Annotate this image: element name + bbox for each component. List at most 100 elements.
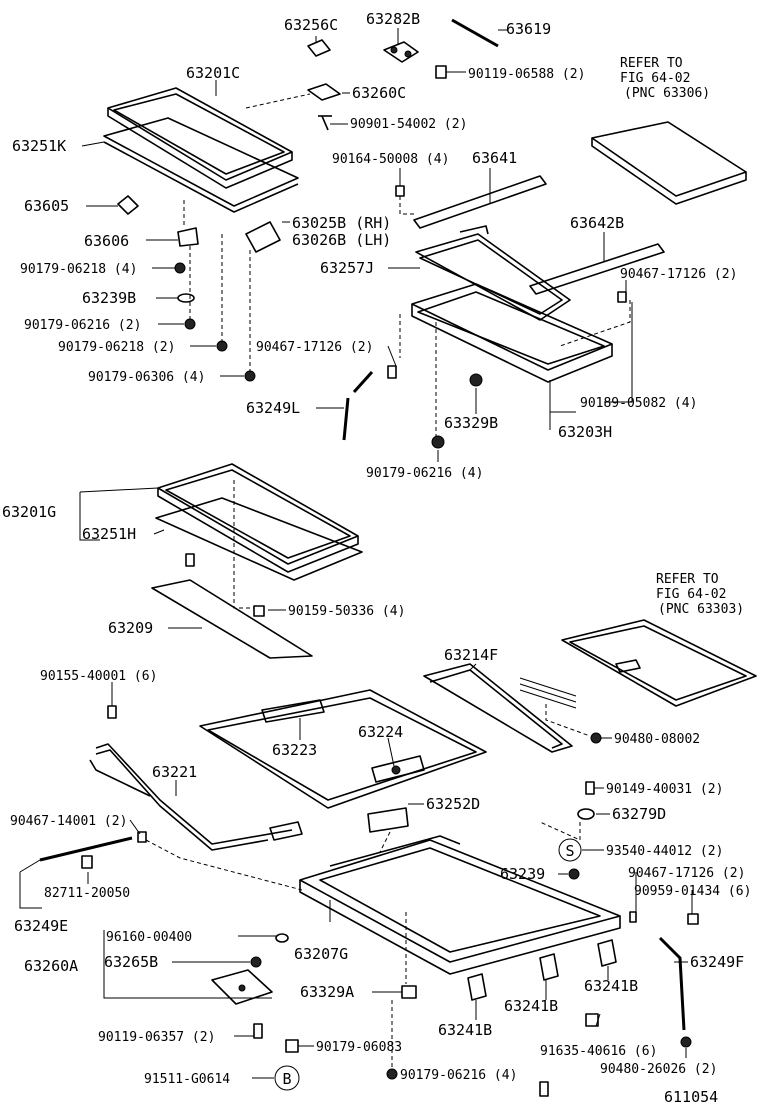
label-90189-05082: 90189-05082 (4) [580,396,697,411]
ref-note-mid: REFER TO FIG 64-02 (PNC 63303) [656,572,744,617]
clip-90467-14001 [137,831,147,843]
screw-91635-40616 [585,1013,599,1027]
ref-mid-line2: FIG 64-02 [656,587,726,602]
label-90149-40031: 90149-40031 (2) [606,782,723,797]
mark-s-text: S [565,842,574,860]
label-82711-20050: 82711-20050 [44,886,130,901]
ref-top-line3: (PNC 63306) [624,86,710,101]
ref-top-line2: FIG 64-02 [620,71,690,86]
weatherstrip-63251h [155,497,363,581]
label-90959-01434: 90959-01434 (6) [634,884,751,899]
sunshade-ref-63303 [561,619,757,707]
mark-b-circle [274,1065,300,1091]
glass-panel-63201g [157,463,359,573]
nut-63329a [401,985,417,999]
screw-90159-50336 [253,605,265,617]
label-90480-08002: 90480-08002 [614,732,700,747]
screw-90119-06357 [253,1023,263,1039]
clip-90467-17126c [629,911,637,923]
bracket-63606 [177,227,199,247]
label-63201g: 63201G [2,503,56,521]
cable-63221 [89,743,303,851]
bracket-63256c [307,39,331,57]
label-63249f: 63249F [690,953,744,971]
ref-mid-line1: REFER TO [656,572,719,587]
mark-b-text: B [282,1070,291,1088]
label-63026b: 63026B (LH) [292,231,391,249]
label-91635-40616: 91635-40616 (6) [540,1044,657,1059]
label-63025b: 63025B (RH) [292,214,391,232]
washer-63239b [177,293,195,303]
label-63329b: 63329B [444,414,498,432]
glass-panel-63201c [107,87,293,189]
label-90159-50336: 90159-50336 (4) [288,604,405,619]
ring-96160-00400 [275,933,289,943]
nut-63265b [250,956,262,968]
frame-63223 [199,689,487,809]
label-90179-06306: 90179-06306 (4) [88,370,205,385]
bolt-63239 [568,868,580,880]
label-63282b: 63282B [366,10,420,28]
label-63256c: 63256C [284,16,338,34]
label-63241b-b: 63241B [504,997,558,1015]
label-90467-14001: 90467-14001 (2) [10,814,127,829]
mark-s-circle [558,838,582,862]
label-63606: 63606 [84,232,129,250]
label-90179-06216c: 90179-06216 (4) [400,1068,517,1083]
bracket-63260c [307,83,341,101]
ref-top-line1: REFER TO [620,56,683,71]
nut-90179-06306 [244,370,256,382]
label-63251h: 63251H [82,525,136,543]
label-90467-17126a: 90467-17126 (2) [620,267,737,282]
bracket-63025b [245,221,281,253]
bracket-63209 [151,579,313,659]
label-93540-44012: 93540-44012 (2) [606,844,723,859]
label-63642b: 63642B [570,214,624,232]
label-90467-17126c: 90467-17126 (2) [628,866,745,881]
label-90179-06218a: 90179-06218 (4) [20,262,137,277]
bracket-63241b-b [539,953,559,981]
label-63209: 63209 [108,619,153,637]
label-63260c: 63260C [352,84,406,102]
clip-90179-06083 [285,1039,299,1053]
nut-90179-06216c [386,1068,398,1080]
label-90155-40001: 90155-40001 (6) [40,669,157,684]
label-63223: 63223 [272,741,317,759]
clamp-82711-20050 [81,855,93,869]
label-90119-06588: 90119-06588 (2) [468,67,585,82]
bracket-63260a [211,969,273,1005]
nut-90179-06216b [431,435,445,449]
label-63279d: 63279D [612,805,666,823]
rail-63641 [413,175,547,229]
bolt-90149-40031 [585,781,595,795]
nut-90179-06216a [184,318,196,330]
pad-63252d [367,807,409,833]
label-63241b-a: 63241B [438,1021,492,1039]
label-90179-06216b: 90179-06216 (4) [366,466,483,481]
label-63239b-a: 63239B [82,289,136,307]
label-63239: 63239 [500,865,545,883]
rail-63214f [423,663,573,753]
nut-63279d [577,808,595,820]
clip-90467-17126b [387,365,397,379]
label-63214f: 63214F [444,646,498,664]
label-90480-26026: 90480-26026 (2) [600,1062,717,1077]
weatherstrip-63251k [103,117,299,213]
figure-number: 611054 [664,1088,718,1106]
label-91511-g0614: 91511-G0614 [144,1072,230,1087]
ref-note-top: REFER TO FIG 64-02 (PNC 63306) [620,56,710,101]
label-96160-00400: 96160-00400 [106,930,192,945]
label-90467-17126b: 90467-17126 (2) [256,340,373,355]
label-63241b-c: 63241B [584,977,638,995]
label-90179-06216a: 90179-06216 (2) [24,318,141,333]
screw-upper-63209 [185,553,195,567]
label-90179-06083: 90179-06083 [316,1040,402,1055]
screw-90901-54002 [318,115,332,131]
screw-90155-40001 [107,705,117,719]
frame-63257j [415,225,571,321]
label-63203h: 63203H [558,423,612,441]
nut-90959-01434 [687,913,699,925]
label-63224: 63224 [358,723,403,741]
